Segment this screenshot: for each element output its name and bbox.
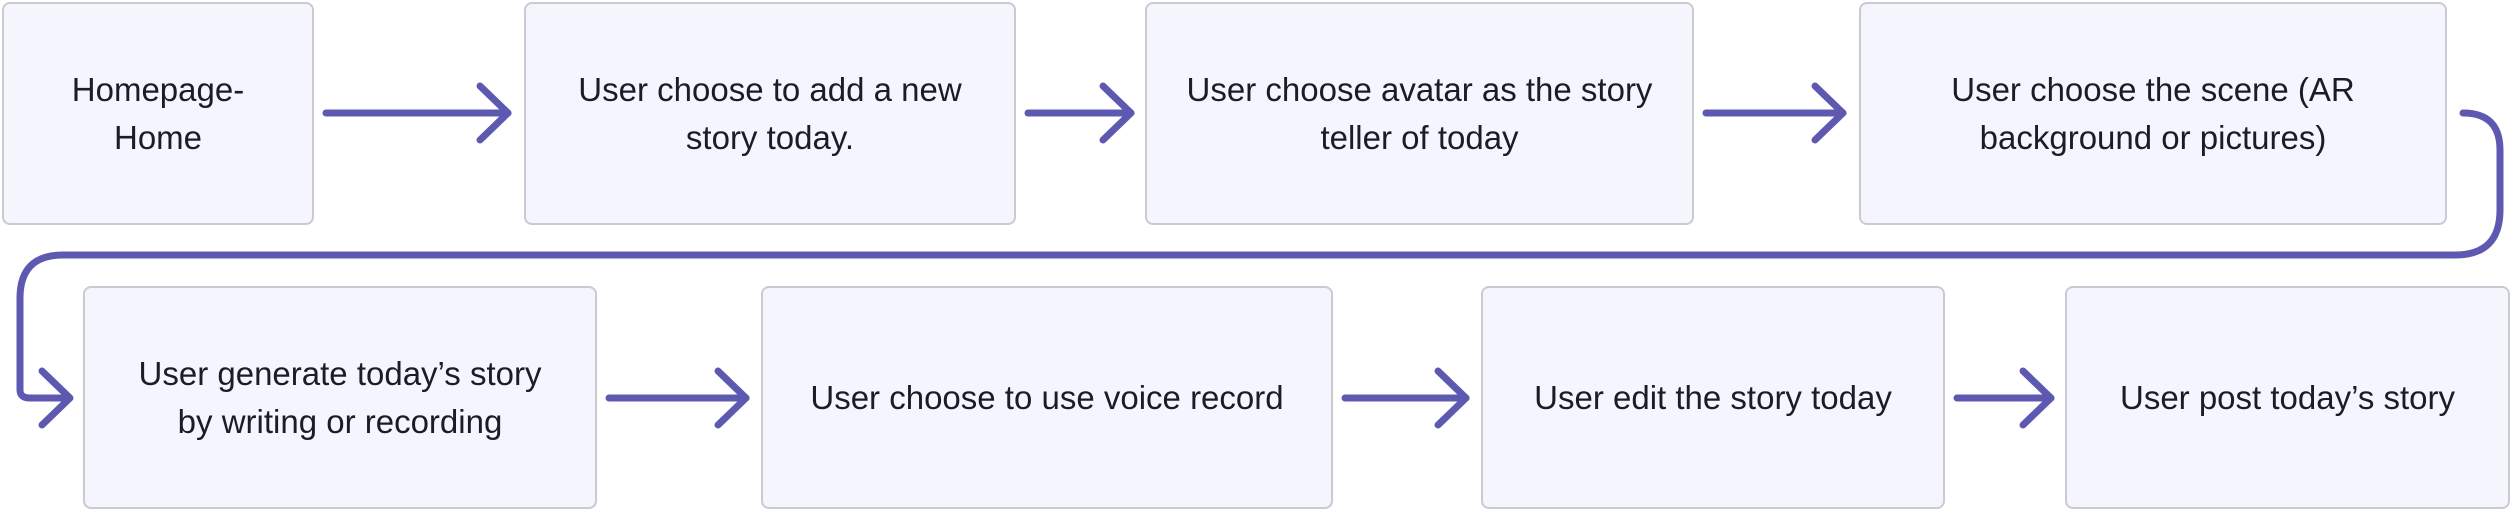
arrow-avatar-to-scene xyxy=(1702,82,1847,144)
node-label: User choose avatar as the story teller o… xyxy=(1186,70,1653,156)
node-label: User choose the scene (AR background or … xyxy=(1951,70,2355,156)
node-label: User generate today’s story by writing o… xyxy=(138,354,542,440)
node-label: User edit the story today xyxy=(1534,378,1892,416)
arrow-homepage-to-add-story xyxy=(322,82,512,144)
node-homepage-home: Homepage- Home xyxy=(2,2,314,225)
node-generate-story: User generate today’s story by writing o… xyxy=(83,286,597,509)
node-label: User post today’s story xyxy=(2119,378,2456,416)
arrow-voice-record-to-edit xyxy=(1341,367,1470,429)
node-label: User choose to add a new story today. xyxy=(578,70,962,156)
node-edit-story: User edit the story today xyxy=(1481,286,1945,509)
arrow-generate-to-voice-record xyxy=(605,367,750,429)
arrow-edit-to-post xyxy=(1953,367,2055,429)
arrow-add-story-to-avatar xyxy=(1024,82,1135,144)
arrow-scene-to-generate-story xyxy=(16,109,2504,429)
node-choose-scene: User choose the scene (AR background or … xyxy=(1859,2,2447,225)
node-add-new-story: User choose to add a new story today. xyxy=(524,2,1016,225)
node-choose-avatar: User choose avatar as the story teller o… xyxy=(1145,2,1694,225)
node-post-story: User post today’s story xyxy=(2065,286,2510,509)
node-label: Homepage- Home xyxy=(71,70,245,156)
node-voice-record: User choose to use voice record xyxy=(761,286,1333,509)
node-label: User choose to use voice record xyxy=(810,378,1284,416)
